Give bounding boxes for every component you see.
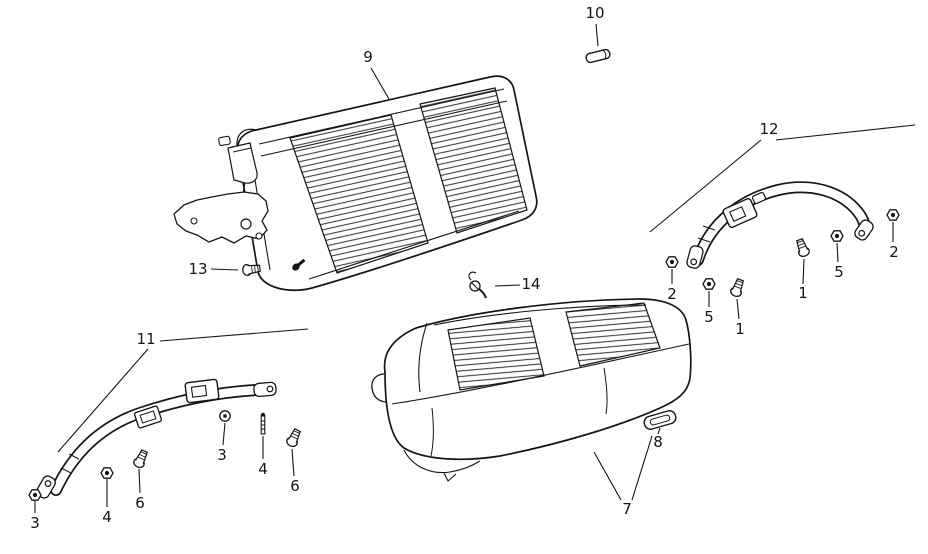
belt-retainer bbox=[133, 405, 163, 429]
callout-6-lower[interactable]: 6 bbox=[135, 494, 145, 512]
belt-anchor-plate bbox=[253, 381, 277, 398]
callout-3-lower[interactable]: 3 bbox=[30, 514, 40, 532]
bolt-1-right bbox=[793, 237, 812, 259]
leader-line bbox=[836, 242, 839, 263]
leader-line bbox=[138, 468, 141, 494]
callout-3-upper[interactable]: 3 bbox=[217, 446, 227, 464]
leader-line bbox=[210, 268, 239, 271]
callout-labels: 10 9 12 13 14 11 2 5 1 1 5 2 3 4 6 3 4 6… bbox=[30, 4, 899, 532]
nut-3-lower bbox=[28, 489, 42, 501]
callout-13[interactable]: 13 bbox=[188, 260, 207, 278]
callout-2-right[interactable]: 2 bbox=[889, 243, 899, 261]
leader-line bbox=[291, 448, 295, 477]
callout-11[interactable]: 11 bbox=[136, 330, 155, 348]
seat-belt-left-illustration bbox=[36, 378, 277, 499]
leader-line bbox=[494, 284, 521, 287]
leader-line bbox=[222, 422, 226, 446]
screw-part-14 bbox=[468, 271, 487, 299]
callout-12[interactable]: 12 bbox=[759, 120, 778, 138]
belt-buckle bbox=[184, 378, 220, 404]
bolt-6-upper bbox=[284, 427, 304, 449]
belt-buckle bbox=[722, 198, 758, 228]
callout-4-upper[interactable]: 4 bbox=[258, 460, 268, 478]
belt-anchor-plate bbox=[686, 245, 704, 269]
nut-4-lower bbox=[100, 467, 114, 479]
bolt-1-left bbox=[728, 277, 747, 299]
leader-line bbox=[657, 427, 661, 435]
callout-10[interactable]: 10 bbox=[585, 4, 604, 22]
spacer-part-10 bbox=[585, 48, 611, 64]
callout-8[interactable]: 8 bbox=[653, 433, 663, 451]
leader-lines bbox=[34, 23, 916, 513]
bolt-6-lower bbox=[131, 448, 151, 470]
seat-cushion-pleated-panel-right bbox=[565, 302, 661, 367]
collar-5-left bbox=[702, 278, 716, 290]
leader-line bbox=[57, 348, 149, 453]
seat-back-hinge-bracket bbox=[173, 135, 269, 244]
callout-2-left[interactable]: 2 bbox=[667, 285, 677, 303]
collar-5-right bbox=[830, 230, 844, 242]
callout-1-left[interactable]: 1 bbox=[735, 320, 745, 338]
callout-5-right[interactable]: 5 bbox=[834, 263, 844, 281]
leader-line bbox=[631, 435, 653, 501]
seat-back-illustration bbox=[236, 75, 538, 292]
stud-4-upper bbox=[260, 412, 266, 435]
callout-6-upper[interactable]: 6 bbox=[290, 477, 300, 495]
seat-back-pleated-panel-left bbox=[289, 114, 429, 274]
leader-line bbox=[802, 258, 805, 285]
callout-14[interactable]: 14 bbox=[521, 275, 540, 293]
nut-2-left bbox=[665, 256, 679, 268]
leader-line bbox=[593, 451, 622, 501]
leader-line bbox=[775, 124, 916, 141]
leader-line bbox=[595, 23, 599, 47]
seat-cushion-pleated-panel-left bbox=[447, 317, 545, 391]
leader-line bbox=[370, 67, 390, 100]
leader-line bbox=[736, 298, 740, 320]
seat-back-pleated-panel-right bbox=[419, 87, 528, 234]
leader-line bbox=[649, 139, 762, 233]
belt-latch-tab bbox=[751, 191, 767, 205]
callout-1-right[interactable]: 1 bbox=[798, 284, 808, 302]
belt-anchor-plate bbox=[854, 219, 874, 241]
pivot-bolt bbox=[292, 258, 306, 271]
callout-9[interactable]: 9 bbox=[363, 48, 373, 66]
callout-7[interactable]: 7 bbox=[622, 500, 632, 518]
pad-part-8 bbox=[643, 410, 677, 430]
callout-5-left[interactable]: 5 bbox=[704, 308, 714, 326]
leader-line bbox=[159, 328, 309, 342]
fasteners bbox=[28, 209, 900, 501]
callout-4-lower[interactable]: 4 bbox=[102, 508, 112, 526]
seat-belt-right-illustration bbox=[686, 181, 874, 269]
nut-2-right bbox=[886, 209, 900, 221]
seat-cushion-illustration bbox=[371, 298, 692, 482]
washer-3-upper bbox=[219, 410, 231, 422]
